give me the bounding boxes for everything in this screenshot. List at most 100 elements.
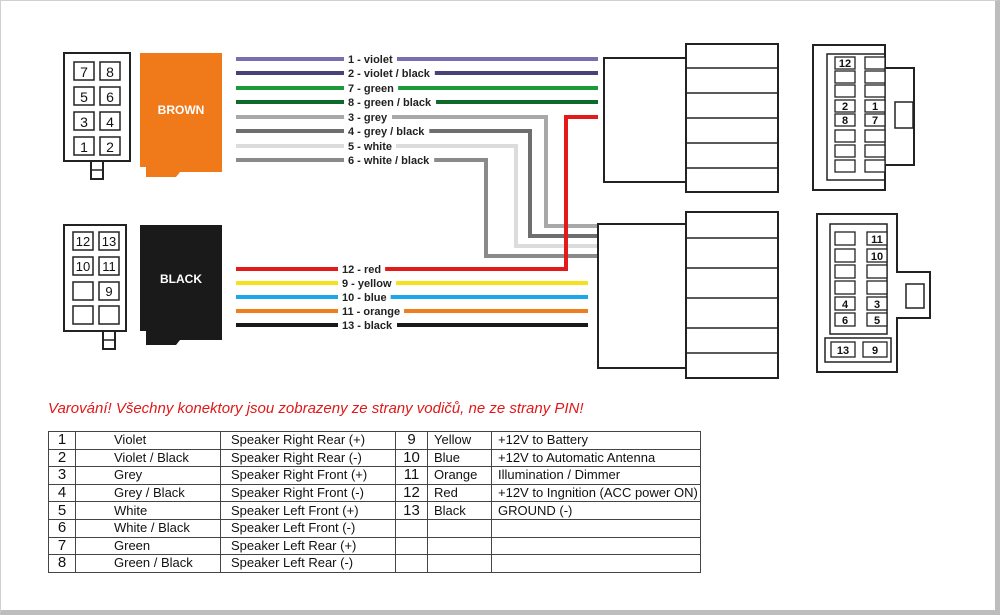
pin-label: 5 bbox=[80, 89, 88, 105]
table-cell: 5 bbox=[48, 501, 76, 520]
wire-label: 11 - orange bbox=[342, 306, 400, 318]
table-cell: +12V to Automatic Antenna bbox=[491, 448, 701, 468]
table-cell: 8 bbox=[48, 554, 76, 573]
wire-label-background bbox=[344, 125, 430, 139]
table-cell bbox=[491, 536, 701, 556]
table-cell: Yellow bbox=[427, 431, 492, 450]
table-cell bbox=[491, 554, 701, 573]
wire-label: 5 - white bbox=[348, 141, 392, 153]
pin-label: 7 bbox=[80, 64, 88, 80]
warning-text: Varování! Všechny konektory jsou zobraze… bbox=[48, 400, 584, 417]
black-connector: BLACK bbox=[140, 225, 222, 345]
pin-label: 12 bbox=[839, 58, 851, 70]
table-cell: Grey bbox=[75, 466, 221, 485]
table-cell: Red bbox=[427, 483, 492, 503]
wire-label-background bbox=[344, 53, 397, 67]
table-cell: Green / Black bbox=[75, 554, 221, 573]
table-cell: 10 bbox=[395, 448, 428, 468]
table-cell bbox=[395, 554, 428, 573]
table-cell: Illumination / Dimmer bbox=[491, 466, 701, 485]
wire-label: 7 - green bbox=[348, 83, 394, 95]
table-cell: Speaker Left Rear (+) bbox=[220, 536, 396, 556]
table-cell: Orange bbox=[427, 466, 492, 485]
table-cell: Grey / Black bbox=[75, 483, 221, 503]
wire-label-background bbox=[338, 263, 386, 277]
wiring-diagram: 7 8 5 6 3 4 1 2 BROWN 12 13 10 11 9 BLA bbox=[63, 43, 931, 379]
wire-label-background bbox=[338, 291, 391, 305]
wire-label: 4 - grey / black bbox=[348, 126, 425, 138]
table-cell: Violet bbox=[75, 431, 221, 450]
table-cell: 2 bbox=[48, 448, 76, 468]
wire-label-background bbox=[338, 305, 405, 319]
table-cell: 4 bbox=[48, 483, 76, 503]
pin-label: 1 bbox=[872, 101, 878, 113]
table-cell: Black bbox=[427, 501, 492, 520]
wire-label: 2 - violet / black bbox=[348, 68, 431, 80]
table-cell: Speaker Left Front (-) bbox=[220, 518, 396, 538]
pin-label: 9 bbox=[872, 345, 878, 357]
table-cell: 7 bbox=[48, 536, 76, 556]
iso-plug-bottom bbox=[597, 211, 779, 379]
wire-label-background bbox=[338, 277, 396, 291]
table-cell: 9 bbox=[395, 431, 428, 450]
wire-label-background bbox=[344, 111, 393, 125]
pin-label: 4 bbox=[842, 299, 849, 311]
black-connector-pinout: 12 13 10 11 9 bbox=[63, 224, 127, 350]
pin-label: 1 bbox=[80, 139, 88, 155]
pin-label: 5 bbox=[874, 315, 880, 327]
table-cell: Blue bbox=[427, 448, 492, 468]
wire-label: 1 - violet bbox=[348, 54, 393, 66]
table-cell bbox=[427, 554, 492, 573]
pin-label: 11 bbox=[871, 234, 883, 246]
table-cell: 12 bbox=[395, 483, 428, 503]
pin-label: 13 bbox=[102, 234, 116, 249]
pin-label: 2 bbox=[842, 101, 848, 113]
table-cell: White bbox=[75, 501, 221, 520]
table-cell: Speaker Right Front (+) bbox=[220, 466, 396, 485]
table-cell bbox=[395, 536, 428, 556]
pin-label: 10 bbox=[76, 259, 90, 274]
pin-label: 8 bbox=[106, 64, 114, 80]
wire-label-background bbox=[344, 96, 437, 110]
pin-label: 9 bbox=[105, 284, 112, 299]
table-cell bbox=[427, 536, 492, 556]
pin-label: 13 bbox=[837, 345, 849, 357]
pin-label: 2 bbox=[106, 139, 114, 155]
table-cell: Speaker Right Front (-) bbox=[220, 483, 396, 503]
pin-label: 6 bbox=[106, 89, 114, 105]
table-cell bbox=[491, 518, 701, 538]
black-connector-label: BLACK bbox=[160, 272, 202, 286]
wire-label: 9 - yellow bbox=[342, 278, 392, 290]
iso-plug-top bbox=[603, 43, 779, 193]
table-cell bbox=[395, 518, 428, 538]
table-cell: +12V to Battery bbox=[491, 431, 701, 450]
table-cell: Violet / Black bbox=[75, 448, 221, 468]
table-cell: Speaker Right Rear (+) bbox=[220, 431, 396, 450]
wire-label: 13 - black bbox=[342, 320, 393, 332]
wire-label-background bbox=[338, 319, 398, 333]
pin-label: 11 bbox=[102, 259, 116, 274]
table-cell: Speaker Left Front (+) bbox=[220, 501, 396, 520]
pin-label: 6 bbox=[842, 315, 848, 327]
pin-label: 10 bbox=[871, 251, 883, 263]
wire-label: 10 - blue bbox=[342, 292, 387, 304]
table-cell: 13 bbox=[395, 501, 428, 520]
wire-label-background bbox=[344, 140, 397, 154]
wire-label-background bbox=[344, 67, 435, 81]
table-cell bbox=[427, 518, 492, 538]
wire bbox=[236, 158, 598, 258]
table-cell: Speaker Right Rear (-) bbox=[220, 448, 396, 468]
iso-bottom-pinout: 11 10 4 3 6 5 13 9 bbox=[816, 213, 931, 373]
pin-label: 4 bbox=[106, 114, 114, 130]
table-cell: Green bbox=[75, 536, 221, 556]
pin-label: 8 bbox=[842, 115, 848, 127]
